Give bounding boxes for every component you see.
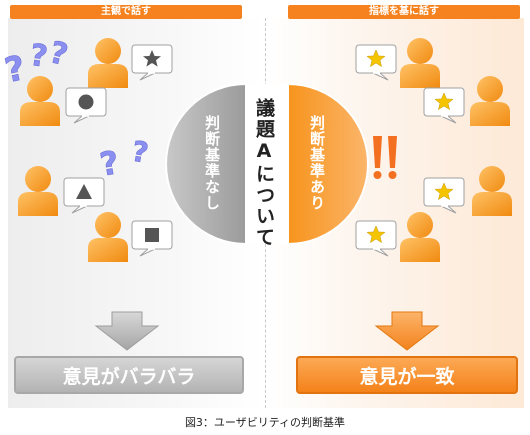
person-icon xyxy=(400,38,440,88)
down-arrow-gray xyxy=(94,311,160,351)
question-mark-icon: ? xyxy=(28,38,50,75)
star-icon xyxy=(434,92,454,111)
person-icon xyxy=(470,76,510,126)
speech-bubble-star xyxy=(355,220,397,257)
speech-bubble-square xyxy=(131,220,173,257)
left-semicircle-label: 判断基準なし xyxy=(203,115,221,211)
circle-icon xyxy=(78,94,94,110)
star-icon xyxy=(143,50,161,67)
person-icon xyxy=(472,166,512,216)
question-mark-icon: ? xyxy=(46,35,71,73)
center-band xyxy=(246,84,288,244)
star-icon xyxy=(366,49,386,68)
speech-bubble-star xyxy=(131,44,173,81)
star-icon xyxy=(434,182,454,201)
person-icon xyxy=(400,212,440,262)
right-header: 指標を基に話す xyxy=(288,5,520,19)
right-semicircle-label: 判断基準あり xyxy=(308,115,326,211)
right-result-box: 意見が一致 xyxy=(296,356,518,394)
speech-bubble-star xyxy=(423,87,465,124)
exclamation-mark-icon xyxy=(373,136,397,179)
down-arrow-orange xyxy=(374,311,440,351)
figure-caption: 図3：ユーザビリティの判断基準 xyxy=(184,416,346,429)
right-semicircle-with-criteria xyxy=(287,82,369,246)
left-header: 主観で話す xyxy=(10,5,242,19)
person-icon xyxy=(88,212,128,262)
agenda-label: 議題Aについて xyxy=(253,98,275,248)
speech-bubble-circle xyxy=(65,87,107,124)
square-icon xyxy=(145,228,159,242)
question-mark-icon: ? xyxy=(1,48,29,91)
star-icon xyxy=(366,225,386,244)
question-mark-icon: ? xyxy=(129,135,151,170)
left-semicircle-no-criteria xyxy=(165,82,247,246)
speech-bubble-star xyxy=(355,44,397,81)
speech-bubble-triangle xyxy=(63,177,105,214)
speech-bubble-star xyxy=(423,177,465,214)
person-icon xyxy=(88,38,128,88)
triangle-icon xyxy=(76,184,92,199)
left-result-box: 意見がバラバラ xyxy=(14,356,244,394)
person-icon xyxy=(18,166,58,216)
